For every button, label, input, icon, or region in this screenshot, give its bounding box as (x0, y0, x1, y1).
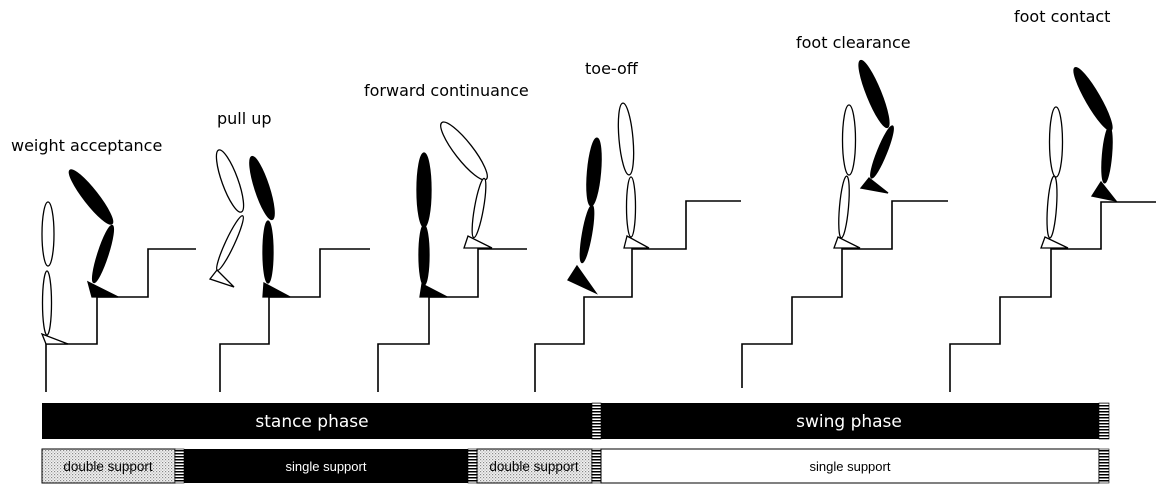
shank-white (1046, 175, 1058, 239)
support-divider-2 (467, 448, 478, 484)
stairs (949, 201, 1156, 392)
double-support-segment-1 (41, 448, 176, 484)
foot-white (208, 269, 235, 288)
phase-label-toe-off: toe-off (585, 59, 639, 78)
single-support-label-2: single support (810, 459, 891, 474)
thigh-white (41, 201, 55, 267)
shank-white (838, 175, 850, 239)
support-end-marker (1098, 448, 1110, 484)
foot-black (1090, 180, 1118, 203)
foot-white (1040, 236, 1069, 249)
shank-black (262, 220, 274, 284)
support-divider-1 (174, 448, 185, 484)
stairs (741, 200, 948, 388)
figure-weight-acceptance (40, 169, 196, 392)
shank-black (579, 204, 595, 264)
figure-foot-contact (949, 66, 1156, 392)
thigh-white (617, 102, 635, 176)
stairs (377, 248, 527, 392)
thigh-white (1048, 106, 1064, 178)
shank-black (418, 224, 430, 286)
thigh-white (215, 149, 245, 213)
foot-black (567, 264, 598, 295)
shank-black (91, 224, 115, 284)
foot-white (833, 236, 861, 249)
figure-toe-off (534, 102, 741, 392)
thigh-black (586, 137, 602, 207)
foot-black (87, 280, 119, 298)
gait-phase-bar: stance phase swing phase (42, 402, 1110, 440)
thigh-black (249, 155, 275, 221)
single-support-segment-1 (184, 449, 468, 483)
shank-white (471, 177, 487, 239)
double-support-segment-2 (476, 448, 593, 484)
foot-white (623, 235, 650, 249)
stairs (534, 200, 741, 392)
stairs (219, 248, 370, 392)
shank-black (1101, 126, 1113, 184)
foot-white (40, 332, 69, 345)
thigh-black (858, 59, 890, 129)
double-support-label-1: double support (63, 459, 153, 474)
shank-white (216, 215, 244, 271)
swing-phase-label: swing phase (796, 412, 902, 432)
shank-white (41, 270, 53, 336)
foot-white (463, 235, 493, 249)
stance-phase-label: stance phase (255, 412, 368, 432)
double-support-label-2: double support (489, 459, 579, 474)
stance-phase-bar (42, 403, 592, 439)
stairs (45, 248, 196, 392)
thigh-black (416, 152, 432, 228)
thigh-black (1073, 66, 1113, 132)
swing-end-marker (1098, 402, 1110, 440)
shank-black (870, 125, 894, 179)
single-support-label-1: single support (286, 459, 367, 474)
support-divider-3 (591, 448, 602, 484)
support-bar: double support single support double sup… (41, 448, 1110, 484)
figure-pull-up (208, 149, 370, 392)
foot-black (859, 177, 889, 194)
phase-label-forward-continuance: forward continuance (364, 81, 529, 100)
thigh-white (440, 121, 488, 181)
foot-black (419, 283, 448, 298)
stance-swing-divider (591, 402, 602, 440)
thigh-black (68, 169, 114, 225)
swing-phase-bar (601, 403, 1099, 439)
shank-white (625, 176, 637, 238)
phase-label-weight-acceptance: weight acceptance (11, 136, 162, 155)
figure-foot-clearance (741, 59, 948, 388)
phase-label-foot-clearance: foot clearance (796, 33, 911, 52)
figure-forward-continuance (377, 121, 527, 392)
phase-label-foot-contact: foot contact (1014, 7, 1110, 26)
thigh-white (841, 104, 857, 176)
foot-black (262, 281, 291, 298)
phase-label-pull-up: pull up (217, 109, 272, 128)
